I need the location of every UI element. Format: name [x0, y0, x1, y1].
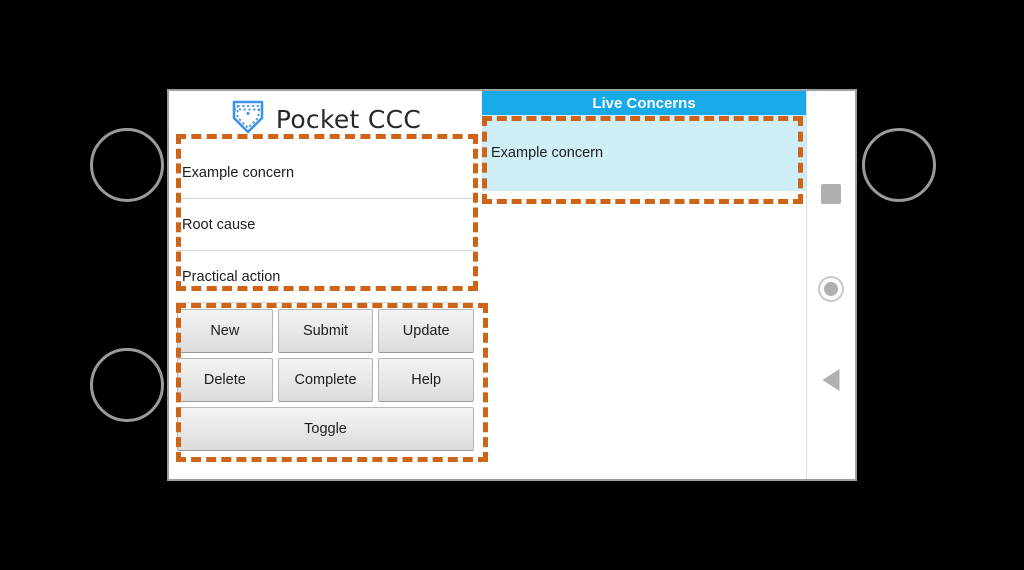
touch-indicator-circle-top-right	[862, 128, 936, 202]
circle-home-icon[interactable]	[818, 276, 844, 302]
form-column: Pocket CCC Example concern Root cause Pr…	[169, 91, 482, 479]
touch-indicator-circle-bottom-left	[90, 348, 164, 422]
field-concern-value: Example concern	[182, 164, 295, 181]
touch-indicator-circle-top-left	[90, 128, 164, 202]
device-screen: Pocket CCC Example concern Root cause Pr…	[167, 89, 857, 481]
toggle-button[interactable]: Toggle	[177, 407, 474, 451]
button-row-1: New Submit Update	[177, 309, 475, 353]
help-button[interactable]: Help	[378, 358, 475, 402]
square-recents-icon[interactable]	[821, 184, 841, 204]
app-content-area: Pocket CCC Example concern Root cause Pr…	[169, 91, 806, 479]
field-concern[interactable]: Example concern	[177, 147, 474, 199]
action-button-grid: New Submit Update Delete Complete Help T…	[177, 309, 475, 456]
app-title: Pocket CCC	[275, 104, 422, 134]
live-concerns-column: Live Concerns Example concern	[482, 91, 806, 479]
field-root-cause[interactable]: Root cause	[177, 199, 474, 251]
update-button[interactable]: Update	[378, 309, 475, 353]
system-navigation-bar	[806, 91, 855, 479]
pocket-logo-icon	[230, 98, 266, 141]
app-header: Pocket CCC	[169, 91, 482, 147]
complete-button[interactable]: Complete	[277, 358, 374, 402]
field-practical-action-value: Practical action	[182, 268, 281, 285]
submit-button[interactable]: Submit	[277, 309, 374, 353]
new-button[interactable]: New	[177, 309, 273, 353]
live-concerns-header: Live Concerns	[482, 91, 806, 115]
button-row-3: Toggle	[177, 407, 474, 451]
button-row-2: Delete Complete Help	[177, 358, 475, 402]
triangle-back-icon[interactable]	[822, 369, 840, 391]
delete-button[interactable]: Delete	[177, 358, 273, 402]
list-item[interactable]: Example concern	[482, 115, 806, 191]
live-concern-label: Example concern	[491, 145, 604, 161]
field-root-cause-value: Root cause	[182, 216, 256, 233]
field-practical-action[interactable]: Practical action	[177, 251, 474, 303]
